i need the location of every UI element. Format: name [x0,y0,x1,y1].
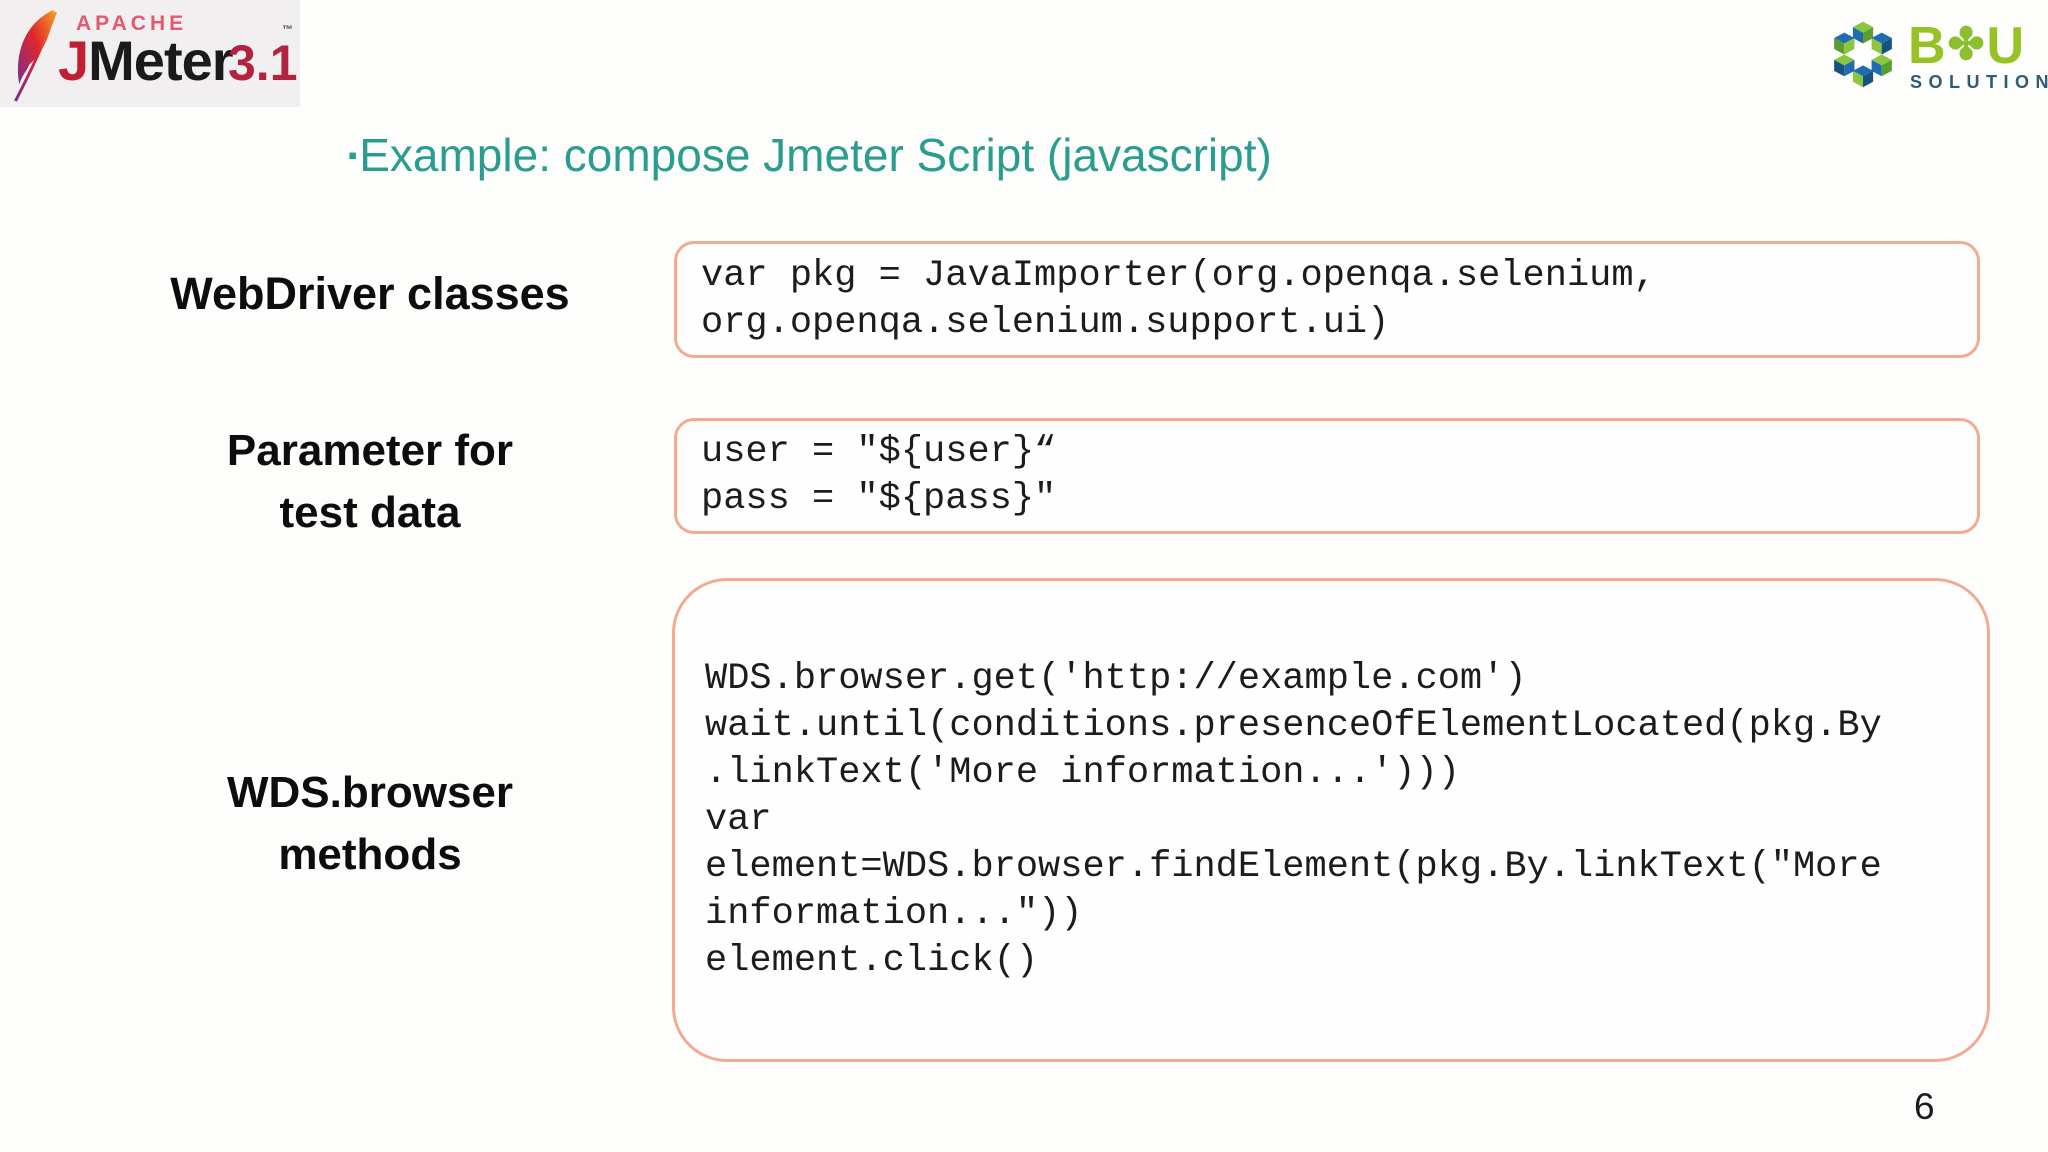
jmeter-wordmark: JMeter [58,28,234,93]
bu-solution-text: SOLUTION [1910,72,2048,92]
bu-u-letter: U [1986,17,2026,75]
jmeter-j-letter: J [58,29,89,92]
page-number: 6 [1914,1086,1935,1127]
code-box-webdriver-classes: var pkg = JavaImporter(org.openqa.seleni… [674,241,1980,358]
code-box-parameter-test-data: user = "${user}“ pass = "${pass}" [674,418,1980,534]
slide-title: ▪ Example: compose Jmeter Script (javasc… [348,128,1272,182]
slide-title-text: Example: compose Jmeter Script (javascri… [359,129,1272,181]
title-bullet-icon: ▪ [348,140,358,170]
section-label-parameter-test-data: Parameter for test data [226,426,514,537]
clover-icon: ✤ [1947,20,1987,69]
code-wds-browser-methods: WDS.browser.get('http://example.com') wa… [705,657,1882,982]
jmeter-version: 3.1 [228,35,298,91]
jmeter-logo: APACHE JMeter 3.1 ™ [0,0,300,107]
bu-wordmark: B✤U [1908,16,2026,76]
feather-icon [14,9,58,102]
apache-wordmark: APACHE [76,12,188,35]
code-parameter-test-data: user = "${user}“ pass = "${pass}" [701,431,1057,520]
trademark-symbol: ™ [282,24,293,36]
code-webdriver-classes: var pkg = JavaImporter(org.openqa.seleni… [701,254,1656,344]
jmeter-meter-letters: Meter [88,29,233,92]
bu-b-letter: B [1908,17,1948,75]
code-box-wds-browser-methods: WDS.browser.get('http://example.com') wa… [672,578,1990,1062]
section-label-webdriver-classes: WebDriver classes [170,268,570,319]
section-label-wds-browser-methods: WDS.browser methods [226,768,514,879]
bu-cube-hexagon-icon [1834,21,1892,88]
bu-solution-logo: B✤U SOLUTION [1824,10,2048,100]
